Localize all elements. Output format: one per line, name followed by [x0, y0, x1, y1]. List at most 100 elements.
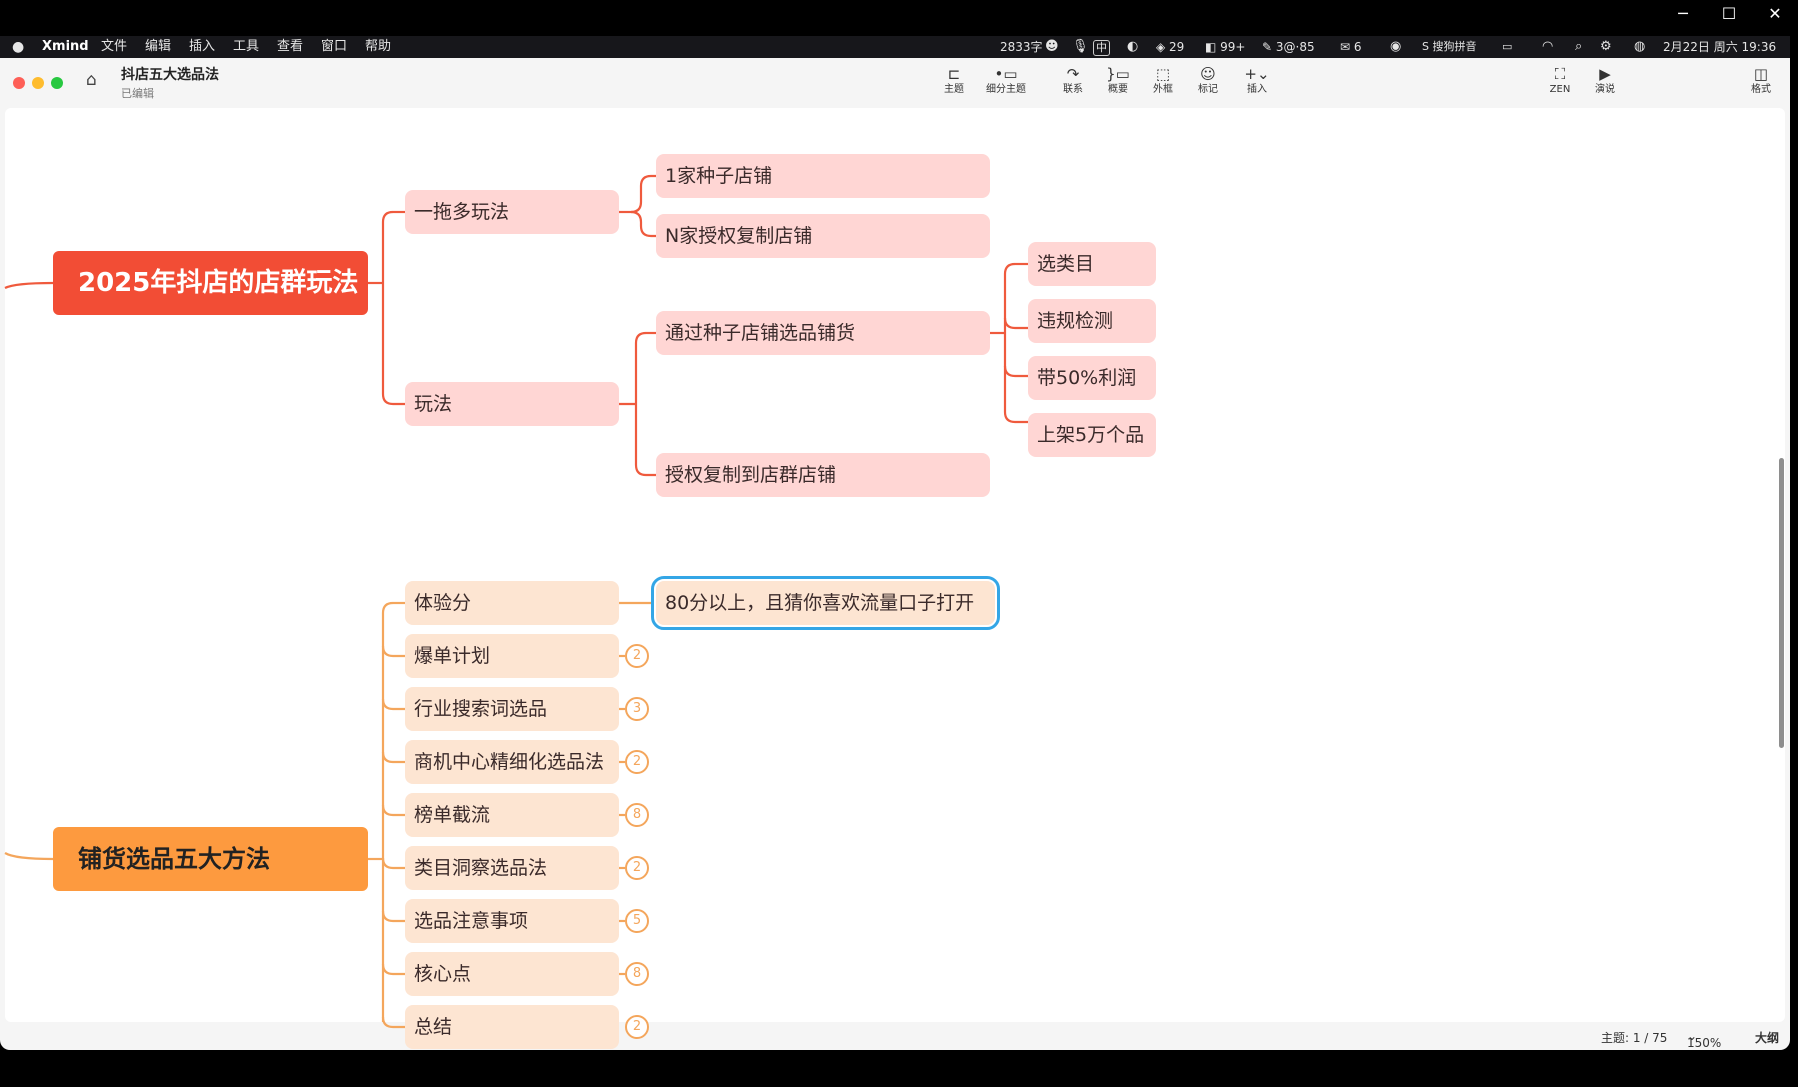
collapsed-count-badge[interactable]: 2 [625, 644, 649, 668]
connector-leaf-2 [1003, 317, 1028, 330]
connector-r2-item5 [381, 804, 405, 817]
xmind-window: ⌂ 抖店五大选品法 已编辑 ⊏主题 •▭细分主题 ↷联系 }▭概要 ⬚外框 ☺标… [0, 58, 1790, 1072]
circle-icon[interactable]: ◐ [1127, 39, 1139, 54]
menu-file[interactable]: 文件 [101, 39, 128, 54]
topic-authorize-copy[interactable]: 授权复制到店群店铺 [656, 453, 990, 497]
summary-button[interactable]: }▭概要 [1088, 64, 1148, 96]
topic-opportunity-center[interactable]: 商机中心精细化选品法 [405, 740, 619, 784]
topic-seed-listing[interactable]: 通过种子店铺选品铺货 [656, 311, 990, 355]
zen-button[interactable]: ⛶ZEN [1530, 64, 1590, 96]
maximize-button[interactable]: ☐ [1721, 4, 1737, 23]
app-menu[interactable]: Xmind [42, 39, 89, 54]
collapsed-count-badge[interactable]: 8 [625, 803, 649, 827]
wechat-badge[interactable]: ✉ 6 [1340, 40, 1362, 54]
topic-search-keywords[interactable]: 行业搜索词选品 [405, 687, 619, 731]
root-topic-five-methods[interactable]: 铺货选品五大方法 [53, 827, 368, 891]
control-center-icon[interactable]: ⚙ [1600, 39, 1612, 54]
toolbar: ⌂ 抖店五大选品法 已编辑 ⊏主题 •▭细分主题 ↷联系 }▭概要 ⬚外框 ☺标… [0, 58, 1790, 106]
present-button[interactable]: ▶演说 [1575, 64, 1635, 96]
connector-r2-item4 [381, 751, 405, 764]
format-button[interactable]: ◫格式 [1732, 64, 1790, 96]
boundary-button[interactable]: ⬚外框 [1133, 64, 1193, 96]
notification-badge-3at85[interactable]: ✎ 3@·85 [1262, 40, 1315, 54]
format-label: 格式 [1751, 84, 1771, 95]
menu-help[interactable]: 帮助 [365, 39, 392, 54]
statusbar: 主题: 1 / 75 150% ⌄ 大纲 [0, 1022, 1790, 1050]
topic-seed-store[interactable]: 1家种子店铺 [656, 154, 990, 198]
connector-r2-item2 [381, 645, 405, 658]
badge-29-count: 29 [1169, 40, 1185, 54]
topic-summary[interactable]: 总结 [405, 1005, 619, 1049]
menu-view[interactable]: 查看 [277, 39, 304, 54]
zoom-level[interactable]: 150% ⌄ [1687, 1029, 1722, 1050]
topic-hot-plan[interactable]: 爆单计划 [405, 634, 619, 678]
connector-child1-item2 [630, 210, 656, 238]
topic-one-to-many[interactable]: 一拖多玩法 [405, 190, 619, 234]
topic-ranking[interactable]: 榜单截流 [405, 793, 619, 837]
menu-edit[interactable]: 编辑 [145, 39, 172, 54]
wifi-icon[interactable]: ◠ [1542, 39, 1554, 54]
subtopic-button[interactable]: •▭细分主题 [976, 64, 1036, 96]
battery-icon[interactable]: ▭ [1502, 40, 1513, 53]
insert-button[interactable]: +⌄插入 [1227, 64, 1287, 96]
topic-counter: 主题: 1 / 75 [1601, 1031, 1668, 1045]
siri-icon[interactable]: ◍ [1634, 39, 1646, 54]
connector-r2-item7 [381, 910, 405, 923]
window-close-dot[interactable] [13, 77, 25, 89]
collapsed-count-badge[interactable]: 5 [625, 909, 649, 933]
ime-name[interactable]: S 搜狗拼音 [1422, 40, 1477, 53]
collapsed-count-badge[interactable]: 2 [625, 1015, 649, 1039]
window-zoom-dot[interactable] [51, 77, 63, 89]
topic-violation-check[interactable]: 违规检测 [1028, 299, 1156, 343]
emoji-icon[interactable]: ☻ [1045, 39, 1059, 54]
topic-select-category[interactable]: 选类目 [1028, 242, 1156, 286]
window-titlebar: ─ ☐ ✕ [0, 0, 1790, 36]
ime-indicator[interactable]: 中 [1093, 40, 1110, 56]
topic-button[interactable]: ⊏主题 [924, 64, 984, 96]
subtopic-label: 细分主题 [986, 84, 1026, 95]
subtopic-icon: •▭ [994, 65, 1018, 83]
topic-score-note-selected[interactable]: 80分以上，且猜你喜欢流量口子打开 [651, 576, 1000, 630]
microphone-icon[interactable]: 🎙 [1072, 39, 1089, 54]
word-count[interactable]: 2833字 [1000, 40, 1043, 54]
marker-button[interactable]: ☺标记 [1178, 64, 1238, 96]
topic-core-points[interactable]: 核心点 [405, 952, 619, 996]
root-topic-store-group[interactable]: 2025年抖店的店群玩法 [53, 251, 368, 315]
user-icon[interactable]: ◉ [1390, 39, 1402, 54]
topic-experience-score[interactable]: 体验分 [405, 581, 619, 625]
topic-gameplay[interactable]: 玩法 [405, 382, 619, 426]
document-status: 已编辑 [121, 87, 154, 100]
mindmap-canvas[interactable]: 2025年抖店的店群玩法 一拖多玩法 1家种子店铺 N家授权复制店铺 玩法 通过… [4, 108, 1785, 1072]
window-minimize-dot[interactable] [32, 77, 44, 89]
menu-tools[interactable]: 工具 [233, 39, 260, 54]
connector-child2-trunk [634, 331, 656, 477]
apple-icon[interactable]: ● [12, 39, 25, 55]
marker-label: 标记 [1198, 84, 1218, 95]
collapsed-count-badge[interactable]: 8 [625, 962, 649, 986]
vertical-scrollbar[interactable] [1779, 458, 1784, 748]
menubar: ● Xmind 文件 编辑 插入 工具 查看 窗口 帮助 2833字 ☻ 🎙 中… [0, 36, 1790, 58]
bottom-black-bar [0, 1050, 1790, 1087]
search-icon[interactable]: ⌕ [1575, 39, 1583, 54]
present-label: 演说 [1595, 84, 1615, 95]
relation-button[interactable]: ↷联系 [1043, 64, 1103, 96]
notification-badge-99[interactable]: ◧ 99+ [1205, 40, 1246, 54]
collapsed-count-badge[interactable]: 2 [625, 750, 649, 774]
topic-authorized-stores[interactable]: N家授权复制店铺 [656, 214, 990, 258]
minimize-button[interactable]: ─ [1678, 4, 1688, 23]
close-button[interactable]: ✕ [1768, 4, 1782, 23]
topic-list-50k[interactable]: 上架5万个品 [1028, 413, 1156, 457]
topic-category-insight[interactable]: 类目洞察选品法 [405, 846, 619, 890]
datetime[interactable]: 2月22日 周六 19:36 [1663, 40, 1777, 54]
collapsed-count-badge[interactable]: 3 [625, 697, 649, 721]
topic-profit-50[interactable]: 带50%利润 [1028, 356, 1156, 400]
outline-button[interactable]: 大纲 [1755, 1031, 1780, 1045]
menu-insert[interactable]: 插入 [189, 39, 216, 54]
connector-leaf-3 [1003, 365, 1028, 378]
home-icon[interactable]: ⌂ [86, 70, 97, 90]
collapsed-count-badge[interactable]: 2 [625, 856, 649, 880]
zoom-value: 150% [1687, 1036, 1722, 1050]
menu-window[interactable]: 窗口 [321, 39, 348, 54]
topic-selection-notes[interactable]: 选品注意事项 [405, 899, 619, 943]
notification-badge-29[interactable]: ◈ 29 [1156, 40, 1185, 54]
